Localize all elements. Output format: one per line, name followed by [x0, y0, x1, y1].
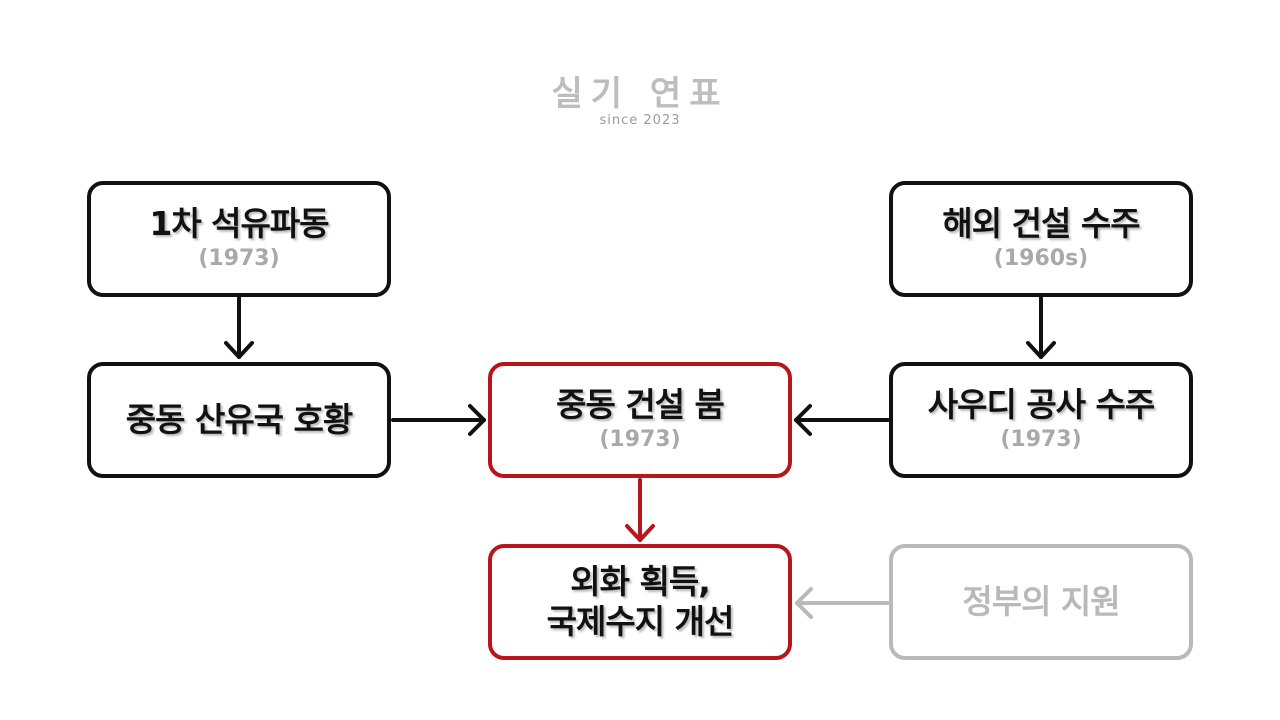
node-government-support: 정부의 지원 [889, 544, 1193, 660]
node-saudi-contract-year: (1973) [1000, 427, 1082, 452]
arrow-oil-boom-to-construction-boom [391, 404, 486, 436]
node-saudi-contract: 사우디 공사 수주 (1973) [889, 362, 1193, 478]
watermark-title: 실기 연표 [551, 74, 729, 114]
node-construction-boom: 중동 건설 붐 (1973) [488, 362, 792, 478]
node-construction-boom-label: 중동 건설 붐 [556, 385, 725, 424]
arrow-saudi-to-construction-boom [794, 404, 890, 436]
arrow-overseas-to-saudi [1026, 296, 1056, 359]
watermark-logo: 실기 연표 since 2023 [540, 74, 740, 128]
node-oil-producer-boom: 중동 산유국 호황 [87, 362, 391, 478]
watermark-subtitle: since 2023 [599, 113, 681, 128]
node-saudi-contract-label: 사우디 공사 수주 [927, 385, 1155, 424]
node-oil-shock: 1차 석유파동 (1973) [87, 181, 391, 297]
arrow-government-to-foreign-currency [795, 587, 890, 619]
node-foreign-currency: 외화 획득, 국제수지 개선 [488, 544, 792, 660]
node-oil-shock-label: 1차 석유파동 [149, 204, 329, 243]
node-oil-producer-boom-label: 중동 산유국 호황 [125, 400, 353, 439]
node-overseas-construction-label: 해외 건설 수주 [942, 204, 1140, 243]
arrow-construction-boom-to-foreign-currency [625, 478, 655, 542]
node-oil-shock-year: (1973) [198, 246, 280, 271]
node-overseas-construction: 해외 건설 수주 (1960s) [889, 181, 1193, 297]
node-overseas-construction-year: (1960s) [993, 246, 1089, 271]
node-government-support-label: 정부의 지원 [962, 582, 1120, 621]
node-foreign-currency-label: 외화 획득, 국제수지 개선 [546, 562, 735, 641]
arrow-oil-shock-to-oil-boom [224, 296, 254, 359]
node-construction-boom-year: (1973) [599, 427, 681, 452]
